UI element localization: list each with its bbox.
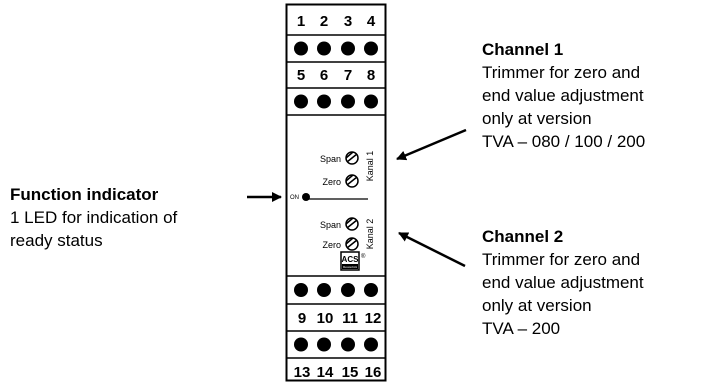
- terminal-number: 1: [297, 13, 305, 30]
- terminal-screw: [317, 41, 331, 56]
- led-indicator: [302, 193, 310, 201]
- channel2-zero-label: Zero: [322, 240, 341, 250]
- function-indicator-title: Function indicator: [10, 185, 159, 204]
- terminal-number: 7: [344, 67, 352, 84]
- zero-trimmer-icon: [345, 237, 359, 251]
- terminal-screw: [294, 283, 308, 297]
- acs-logo: ACS Messtechnik ®: [340, 251, 366, 271]
- channel1-line: TVA – 080 / 100 / 200: [482, 132, 646, 151]
- on-label: ON: [290, 195, 299, 201]
- terminal-number: 10: [317, 310, 334, 327]
- function-indicator-line: 1 LED for indication of: [10, 208, 178, 227]
- kanal2-label: Kanal 2: [365, 219, 375, 250]
- terminal-number: 14: [317, 364, 334, 381]
- channel1-line: Trimmer for zero and: [482, 63, 641, 82]
- channel1-line: end value adjustment: [482, 86, 644, 105]
- module-housing: [285, 3, 387, 382]
- function-indicator-line: ready status: [10, 231, 103, 250]
- terminal-screw: [341, 94, 355, 109]
- channel2-line: Trimmer for zero and: [482, 250, 641, 269]
- terminal-screw: [364, 283, 378, 297]
- channel2-span-label: Span: [320, 220, 341, 230]
- channel2-line: end value adjustment: [482, 273, 644, 292]
- span-trimmer-icon: [345, 151, 359, 165]
- terminal-number: 4: [367, 13, 376, 30]
- terminal-screw: [317, 283, 331, 297]
- terminal-number: 11: [342, 310, 358, 327]
- terminal-number: 9: [298, 310, 306, 327]
- terminal-number: 15: [342, 364, 359, 381]
- zero-trimmer-icon: [345, 174, 359, 188]
- span-trimmer-icon: [345, 217, 359, 231]
- terminal-screw: [294, 94, 308, 109]
- channel2-title: Channel 2: [482, 227, 564, 246]
- terminal-number: 13: [294, 364, 311, 381]
- terminal-screw: [317, 337, 331, 352]
- channel1-arrow: [396, 128, 467, 161]
- svg-text:ACS: ACS: [342, 255, 360, 264]
- svg-text:Messtechnik: Messtechnik: [343, 266, 358, 269]
- terminal-screw: [364, 41, 378, 56]
- terminal-screw: [364, 337, 378, 352]
- svg-text:®: ®: [361, 253, 366, 260]
- terminal-screw: [294, 41, 308, 56]
- terminal-number: 12: [365, 310, 382, 327]
- terminal-number: 16: [365, 364, 382, 381]
- channel1-span-label: Span: [320, 154, 341, 164]
- terminal-number: 5: [297, 67, 305, 84]
- terminal-number: 2: [320, 13, 328, 30]
- terminal-number: 8: [367, 67, 375, 84]
- terminal-number: 3: [344, 13, 352, 30]
- kanal1-label: Kanal 1: [365, 151, 375, 182]
- terminal-screw: [317, 94, 331, 109]
- terminal-screw: [294, 337, 308, 352]
- channel1-zero-label: Zero: [322, 177, 341, 187]
- channel1-line: only at version: [482, 109, 592, 128]
- terminal-screw: [341, 41, 355, 56]
- channel2-arrow: [398, 231, 466, 268]
- terminal-screw: [341, 337, 355, 352]
- channel2-line: TVA – 200: [482, 319, 561, 338]
- terminal-screw: [364, 94, 378, 109]
- terminal-screw: [341, 283, 355, 297]
- terminal-number: 6: [320, 67, 328, 84]
- channel2-line: only at version: [482, 296, 592, 315]
- channel1-title: Channel 1: [482, 40, 564, 59]
